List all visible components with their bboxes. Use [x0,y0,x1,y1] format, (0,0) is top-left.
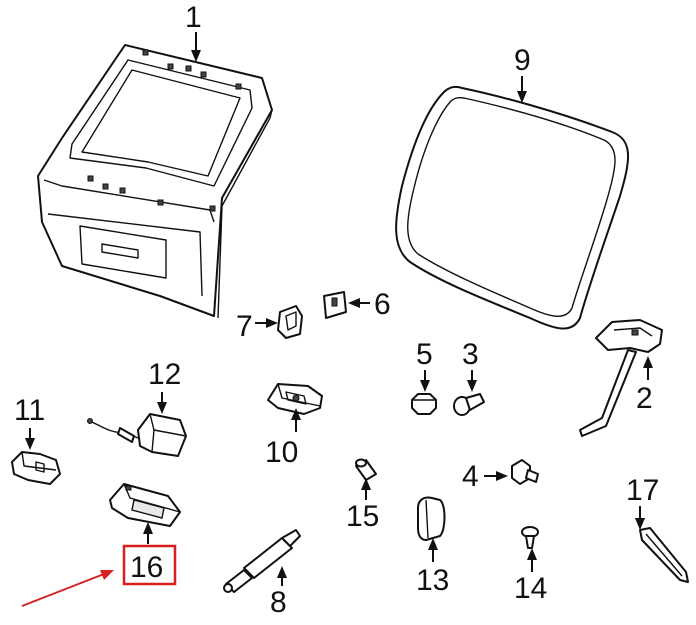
part-4-bolt[interactable] [511,459,539,485]
part-14-screw[interactable] [521,526,539,549]
part-16-license-lamp[interactable] [109,483,181,527]
leader-1-arrowhead [191,50,201,62]
leader-4-arrowhead [496,471,508,481]
part-3-bolt[interactable] [453,393,485,416]
callout-17: 17 [626,474,659,507]
part-17-molding[interactable] [639,527,689,583]
callout-4: 4 [462,460,479,493]
callout-14: 14 [514,572,547,605]
callout-6: 6 [374,288,391,321]
leader-11-arrowhead [25,438,35,450]
part-11-striker[interactable] [11,451,61,485]
part-8-strut[interactable] [223,529,301,593]
callout-3: 3 [462,338,479,371]
callout-16: 16 [130,551,163,584]
leader-16-arrowhead [143,522,153,534]
leader-6-arrowhead [348,298,360,308]
part-12-lock-actuator[interactable] [87,413,187,457]
callout-10: 10 [265,436,298,469]
pointer-arrow [21,570,114,607]
leader-13-arrowhead [428,538,438,550]
leader-17-arrowhead [635,518,645,530]
leader-12-arrowhead [157,402,167,414]
leader-2-arrowhead [643,356,653,368]
callout-7: 7 [236,310,253,343]
leader-8-arrowhead [277,566,287,578]
part-15-spacer[interactable] [355,458,377,481]
callout-12: 12 [148,358,181,391]
part-5-nut[interactable] [411,393,437,415]
leader-14-arrowhead [527,548,537,560]
leader-15-arrowhead [361,478,371,490]
part-13-pad[interactable] [417,496,446,541]
leader-10-arrowhead [291,408,301,420]
part-1-liftgate[interactable] [37,44,273,319]
callout-2: 2 [636,382,653,415]
callout-11: 11 [14,394,45,427]
leader-5-arrowhead [420,380,430,392]
leader-3-arrowhead [467,380,477,392]
callout-9: 9 [514,44,531,77]
callout-1: 1 [185,1,202,34]
part-7-bumper[interactable] [277,305,303,339]
part-9-weatherstrip[interactable] [395,85,629,330]
part-10-latch[interactable] [267,383,323,415]
highlight-box-16 [122,544,177,586]
callout-8: 8 [270,586,287,619]
callout-5: 5 [416,338,433,371]
callout-13: 13 [416,564,449,597]
callout-15: 15 [346,500,379,533]
leader-7-arrowhead [266,318,278,328]
part-2-hinge[interactable] [579,319,663,437]
leader-9-arrowhead [517,91,527,103]
part-6-bracket[interactable] [323,291,347,319]
